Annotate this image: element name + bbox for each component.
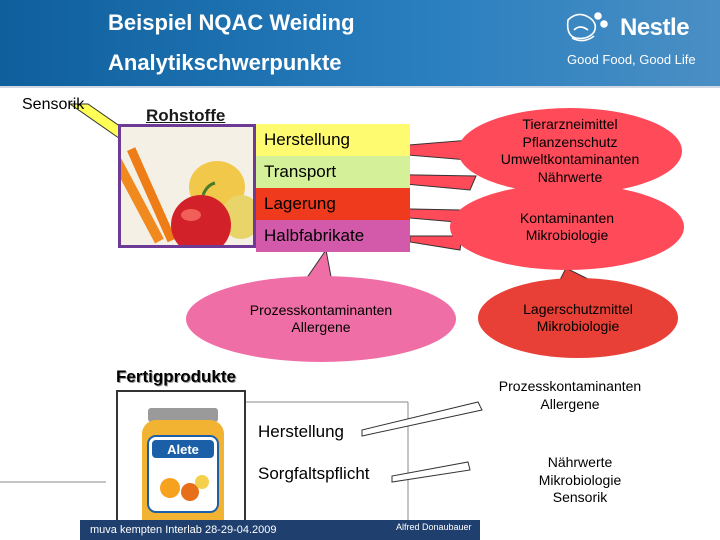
jar-illustration: Alete [118, 392, 246, 540]
footer-event-text: muva kempten Interlab 28-29-04.2009 [90, 524, 277, 536]
step-lagerung-label: Lagerung [264, 194, 336, 213]
step-herstellung-label: Herstellung [264, 130, 350, 149]
fertig-step-sorgfaltspflicht: Sorgfaltspflicht [258, 464, 370, 484]
step-halbfabrikate-label: Halbfabrikate [264, 226, 364, 245]
callout-rohstoffe-text: Tierarzneimittel Pflanzenschutz Umweltko… [501, 116, 640, 186]
step-herstellung: Herstellung [256, 124, 410, 156]
step-transport-label: Transport [264, 162, 336, 181]
callout-lagerschutz-text: Lagerschutzmittel Mikrobiologie [523, 301, 633, 336]
step-transport: Transport [256, 156, 410, 188]
callout-lagerung-text: Kontaminanten Mikrobiologie [520, 210, 614, 245]
vegetables-fruit-illustration [121, 127, 256, 248]
step-halbfabrikate: Halbfabrikate [256, 220, 410, 252]
callout-fertig-herstellung: Prozesskontaminanten Allergene [470, 378, 670, 413]
raw-produce-image [118, 124, 256, 248]
fertigprodukte-heading: Fertigprodukte [116, 367, 236, 387]
jar-brand-label: Alete [167, 442, 199, 457]
fertig-herstellung-wedge [362, 402, 482, 436]
rohstoffe-heading: Rohstoffe [146, 106, 225, 126]
callout-lagerschutz-analysen: Lagerschutzmittel Mikrobiologie [478, 278, 678, 358]
footer-author-text: Alfred Donaubauer [396, 522, 472, 532]
step-lagerung: Lagerung [256, 188, 410, 220]
baby-food-jar-image: Alete [116, 390, 246, 540]
fertig-step-herstellung: Herstellung [258, 422, 344, 442]
callout-halbfabrikate-text: Prozesskontaminanten Allergene [250, 302, 392, 337]
sensorik-label: Sensorik [22, 96, 84, 114]
callout-rohstoffe-analysen: Tierarzneimittel Pflanzenschutz Umweltko… [458, 108, 682, 194]
callout-lagerung-analysen: Kontaminanten Mikrobiologie [450, 184, 684, 270]
fertig-sorgfalt-wedge [392, 462, 470, 482]
callout-halbfabrikate-analysen: Prozesskontaminanten Allergene [186, 276, 456, 362]
callout-fertig-sorgfalt: Nährwerte Mikrobiologie Sensorik [480, 454, 680, 507]
